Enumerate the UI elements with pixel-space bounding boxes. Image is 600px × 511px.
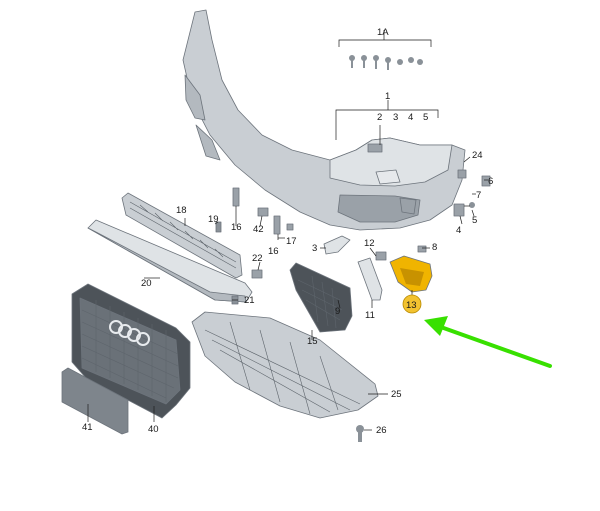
callout-19: 19 — [208, 214, 219, 225]
callout-4-right: 4 — [456, 225, 461, 236]
callout-12: 12 — [364, 238, 375, 249]
leader-lines — [87, 30, 488, 431]
trim-3 — [323, 235, 351, 255]
bumper-cover — [182, 9, 466, 231]
callout-42: 42 — [253, 224, 264, 235]
bracket-13-highlighted — [389, 255, 433, 293]
callout-25: 25 — [391, 389, 402, 400]
callout-11: 11 — [365, 310, 375, 321]
side-clips — [367, 143, 491, 217]
callout-labels: 1A 1 2 3 4 5 24 6 7 5 4 18 19 16 42 17 1… — [82, 27, 493, 436]
callout-26: 26 — [376, 425, 387, 436]
callout-7: 7 — [476, 190, 481, 201]
lower-grille-18 — [121, 192, 243, 279]
fastener-set-1a — [349, 55, 423, 70]
callout-1: 1 — [385, 91, 390, 102]
callout-13-badge: 13 — [402, 294, 422, 314]
callout-6: 6 — [488, 176, 493, 187]
callout-3: 3 — [393, 112, 398, 123]
underbody-panel-15 — [191, 311, 379, 419]
green-pointer-arrow — [424, 316, 552, 368]
callout-16-a: 16 — [231, 222, 242, 233]
callout-40: 40 — [148, 424, 159, 435]
callout-20: 20 — [141, 278, 152, 289]
callout-17: 17 — [286, 236, 297, 247]
callout-24: 24 — [472, 150, 483, 161]
callout-8: 8 — [432, 242, 437, 253]
callout-13: 13 — [406, 300, 417, 311]
callout-22: 22 — [252, 253, 263, 264]
small-parts — [215, 187, 427, 442]
fog-grille-9 — [289, 262, 353, 333]
callout-5: 5 — [423, 112, 428, 123]
callout-16-b: 16 — [268, 246, 279, 257]
callout-3-left: 3 — [312, 243, 317, 254]
radiator-grille-40 — [71, 283, 191, 419]
callout-9: 9 — [335, 306, 340, 317]
callout-21: 21 — [244, 295, 255, 306]
callout-1a: 1A — [377, 27, 389, 38]
callout-2: 2 — [377, 112, 382, 123]
trim-strip-11 — [357, 257, 383, 301]
license-plate-bracket-41 — [61, 367, 129, 435]
four-rings-logo — [109, 320, 150, 346]
callout-41: 41 — [82, 422, 93, 433]
callout-5-right: 5 — [472, 215, 477, 226]
callout-4: 4 — [408, 112, 413, 123]
callout-15: 15 — [307, 336, 318, 347]
callout-18: 18 — [176, 205, 187, 216]
spoiler-20 — [87, 219, 253, 303]
